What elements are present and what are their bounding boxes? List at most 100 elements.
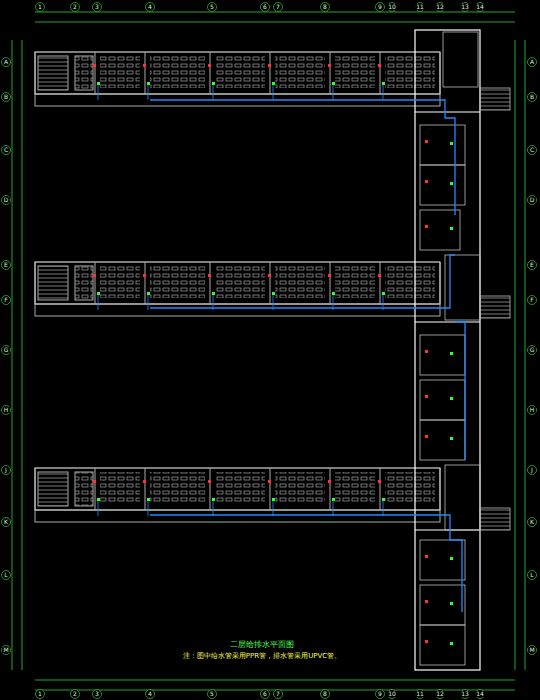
axis-circle — [376, 3, 385, 12]
axis-circle — [436, 3, 445, 12]
axis-number: 3 — [94, 4, 100, 10]
axis-circle — [528, 196, 537, 205]
axis-circle — [2, 518, 11, 527]
axis-circle — [528, 518, 537, 527]
axis-number: 8 — [322, 4, 328, 10]
axis-number: F — [529, 297, 534, 303]
axis-number: 12 — [435, 4, 445, 10]
axis-number: G — [529, 347, 536, 353]
axis-circle — [2, 93, 11, 102]
axis-number: 11 — [415, 4, 425, 10]
axis-circle — [274, 690, 283, 699]
axis-number: D — [3, 197, 10, 203]
axis-number: M — [2, 647, 9, 653]
axis-number: M — [528, 647, 535, 653]
axis-number: H — [3, 407, 10, 413]
axis-number: G — [3, 347, 10, 353]
axis-circle — [2, 406, 11, 415]
axis-number: 5 — [209, 691, 215, 697]
axis-number: 8 — [322, 691, 328, 697]
axis-circle — [416, 690, 425, 699]
axis-number: H — [529, 407, 536, 413]
axis-number: 1 — [37, 691, 43, 697]
axis-number: 7 — [275, 4, 281, 10]
axis-circle — [93, 690, 102, 699]
axis-circle — [528, 346, 537, 355]
axis-circle — [528, 571, 537, 580]
axis-circle — [528, 58, 537, 67]
axis-circle — [528, 466, 537, 475]
axis-number: 10 — [387, 691, 397, 697]
axis-number: 12 — [435, 691, 445, 697]
axis-circle — [461, 690, 470, 699]
axis-number: J — [4, 467, 8, 473]
axis-circle — [528, 296, 537, 305]
axis-number: 14 — [475, 4, 485, 10]
axis-number: K — [529, 519, 535, 525]
axis-number: E — [529, 262, 535, 268]
axis-circle — [36, 690, 45, 699]
axis-circle — [461, 3, 470, 12]
axis-number: 9 — [377, 4, 383, 10]
axis-circle — [261, 3, 270, 12]
axis-number: 7 — [275, 691, 281, 697]
axis-number: 1 — [37, 4, 43, 10]
axis-circle — [321, 690, 330, 699]
axis-circle — [2, 58, 11, 67]
axis-circle — [2, 146, 11, 155]
axis-number: B — [529, 94, 535, 100]
axis-number: C — [529, 147, 535, 153]
axis-number: B — [3, 94, 9, 100]
axis-circle — [208, 690, 217, 699]
axis-number: 11 — [415, 691, 425, 697]
axis-circle — [476, 3, 485, 12]
axis-circle — [376, 690, 385, 699]
axis-circle — [2, 346, 11, 355]
axis-circle — [208, 3, 217, 12]
axis-number: E — [3, 262, 9, 268]
axis-number: 2 — [72, 4, 78, 10]
axis-number: 14 — [475, 691, 485, 697]
axis-number: F — [3, 297, 8, 303]
axis-number: L — [529, 572, 534, 578]
axis-number: 13 — [460, 4, 470, 10]
axis-number: 5 — [209, 4, 215, 10]
axis-number: 4 — [147, 4, 153, 10]
axis-circle — [2, 261, 11, 270]
axis-circle — [2, 646, 11, 655]
axis-number: J — [530, 467, 534, 473]
axis-circle — [528, 646, 537, 655]
axis-circle — [528, 406, 537, 415]
axis-number: 4 — [147, 691, 153, 697]
axis-circle — [436, 690, 445, 699]
axis-number: D — [529, 197, 536, 203]
drawing-note: 注：图中给水管采用PPR管，排水管采用UPVC管。 — [183, 653, 341, 660]
axis-circle — [71, 690, 80, 699]
axis-circle — [274, 3, 283, 12]
axis-number: 13 — [460, 691, 470, 697]
axis-circle — [476, 690, 485, 699]
axis-circle — [71, 3, 80, 12]
axis-number: C — [3, 147, 9, 153]
axis-circle — [36, 3, 45, 12]
axis-number: 3 — [94, 691, 100, 697]
axis-number: 2 — [72, 691, 78, 697]
axis-circle — [93, 3, 102, 12]
axis-circle — [528, 93, 537, 102]
axis-number: K — [3, 519, 9, 525]
axis-circle — [2, 571, 11, 580]
axis-number: A — [529, 59, 535, 65]
axis-circle — [146, 690, 155, 699]
axis-circle — [2, 296, 11, 305]
axis-circle — [146, 3, 155, 12]
axis-circle — [2, 196, 11, 205]
axis-number: 6 — [262, 4, 268, 10]
axis-circle — [528, 146, 537, 155]
axis-circle — [321, 3, 330, 12]
axis-circle — [261, 690, 270, 699]
axis-number: 6 — [262, 691, 268, 697]
axis-circle — [528, 261, 537, 270]
